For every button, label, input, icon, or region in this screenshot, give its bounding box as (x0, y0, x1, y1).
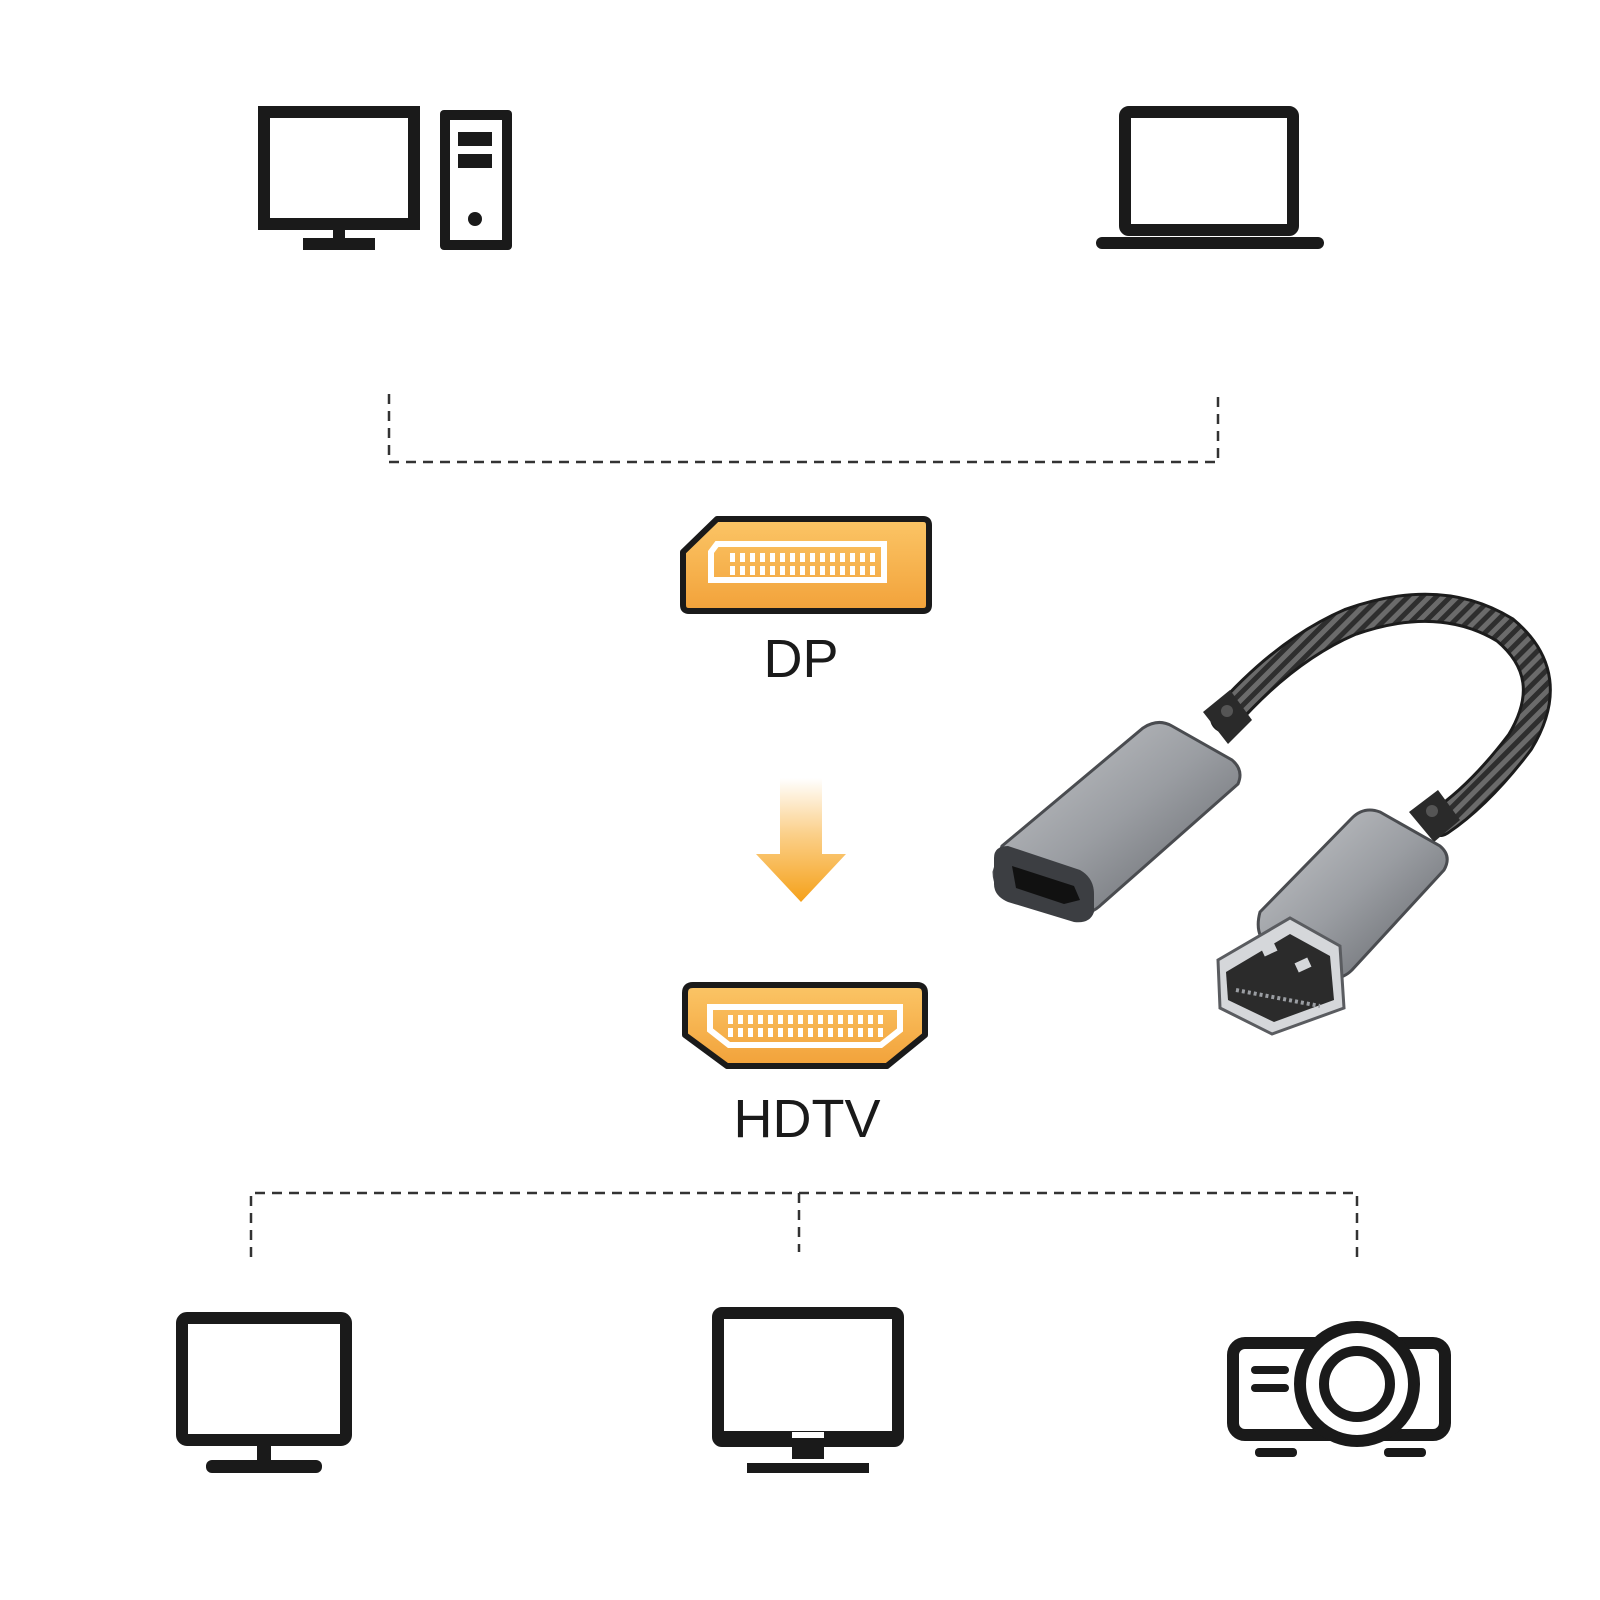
port-pin (748, 1028, 753, 1037)
port-pin (770, 553, 775, 562)
port-pin (838, 1015, 843, 1024)
port-pin (788, 1015, 793, 1024)
port-pin (750, 566, 755, 575)
port-pin (840, 553, 845, 562)
port-pin (858, 1015, 863, 1024)
port-pin (850, 553, 855, 562)
laptop-icon (1096, 106, 1324, 249)
port-pin (838, 1028, 843, 1037)
port-pin (840, 566, 845, 575)
port-pin (800, 566, 805, 575)
source-connector-lines (387, 394, 1220, 464)
port-pin (818, 1015, 823, 1024)
port-pin (810, 553, 815, 562)
port-pin (828, 1028, 833, 1037)
dp-label: DP (763, 629, 838, 689)
hdtv-label: HDTV (734, 1089, 881, 1149)
port-pin (780, 553, 785, 562)
port-pin (860, 566, 865, 575)
port-pin (760, 553, 765, 562)
port-pin (760, 566, 765, 575)
port-pin (768, 1015, 773, 1024)
port-pin (728, 1028, 733, 1037)
port-pin (770, 566, 775, 575)
port-pin (830, 566, 835, 575)
port-pin (778, 1028, 783, 1037)
port-pin (820, 553, 825, 562)
port-pin (850, 566, 855, 575)
port-pin (790, 553, 795, 562)
port-pin (748, 1015, 753, 1024)
down-arrow-icon (756, 778, 846, 902)
hdmi-female-connector (992, 721, 1242, 923)
port-pin (848, 1028, 853, 1037)
port-pin (848, 1015, 853, 1024)
port-pin (828, 1015, 833, 1024)
output-connector-lines (249, 1191, 1359, 1257)
port-pin (730, 553, 735, 562)
port-pin (830, 553, 835, 562)
hdmi-port-icon (682, 982, 928, 1069)
port-pin (778, 1015, 783, 1024)
port-pin (738, 1028, 743, 1037)
port-pin (860, 553, 865, 562)
port-pin (818, 1028, 823, 1037)
dp-to-hdmi-adapter-cable (992, 592, 1552, 1036)
port-pin (798, 1015, 803, 1024)
port-pin (740, 553, 745, 562)
tv-icon (712, 1307, 904, 1473)
port-pin (868, 1028, 873, 1037)
port-pin (878, 1015, 883, 1024)
port-pin (728, 1015, 733, 1024)
port-pin (810, 566, 815, 575)
port-pin (740, 566, 745, 575)
port-pin (808, 1015, 813, 1024)
port-pin (868, 1015, 873, 1024)
port-pin (768, 1028, 773, 1037)
displayport-male-connector (1216, 808, 1449, 1036)
port-pin (780, 566, 785, 575)
port-pin (808, 1028, 813, 1037)
port-pin (758, 1015, 763, 1024)
port-pin (758, 1028, 763, 1037)
port-pin (870, 566, 875, 575)
port-pin (738, 1015, 743, 1024)
displayport-port-icon (680, 516, 932, 614)
port-pin (798, 1028, 803, 1037)
desktop-computer-icon (258, 106, 512, 250)
projector-icon (1227, 1321, 1451, 1457)
port-pin (870, 553, 875, 562)
port-pin (790, 566, 795, 575)
port-pin (750, 553, 755, 562)
port-pin (730, 566, 735, 575)
port-pin (800, 553, 805, 562)
port-pin (858, 1028, 863, 1037)
port-pin (820, 566, 825, 575)
port-pin (788, 1028, 793, 1037)
monitor-icon (176, 1312, 352, 1473)
port-pin (878, 1028, 883, 1037)
